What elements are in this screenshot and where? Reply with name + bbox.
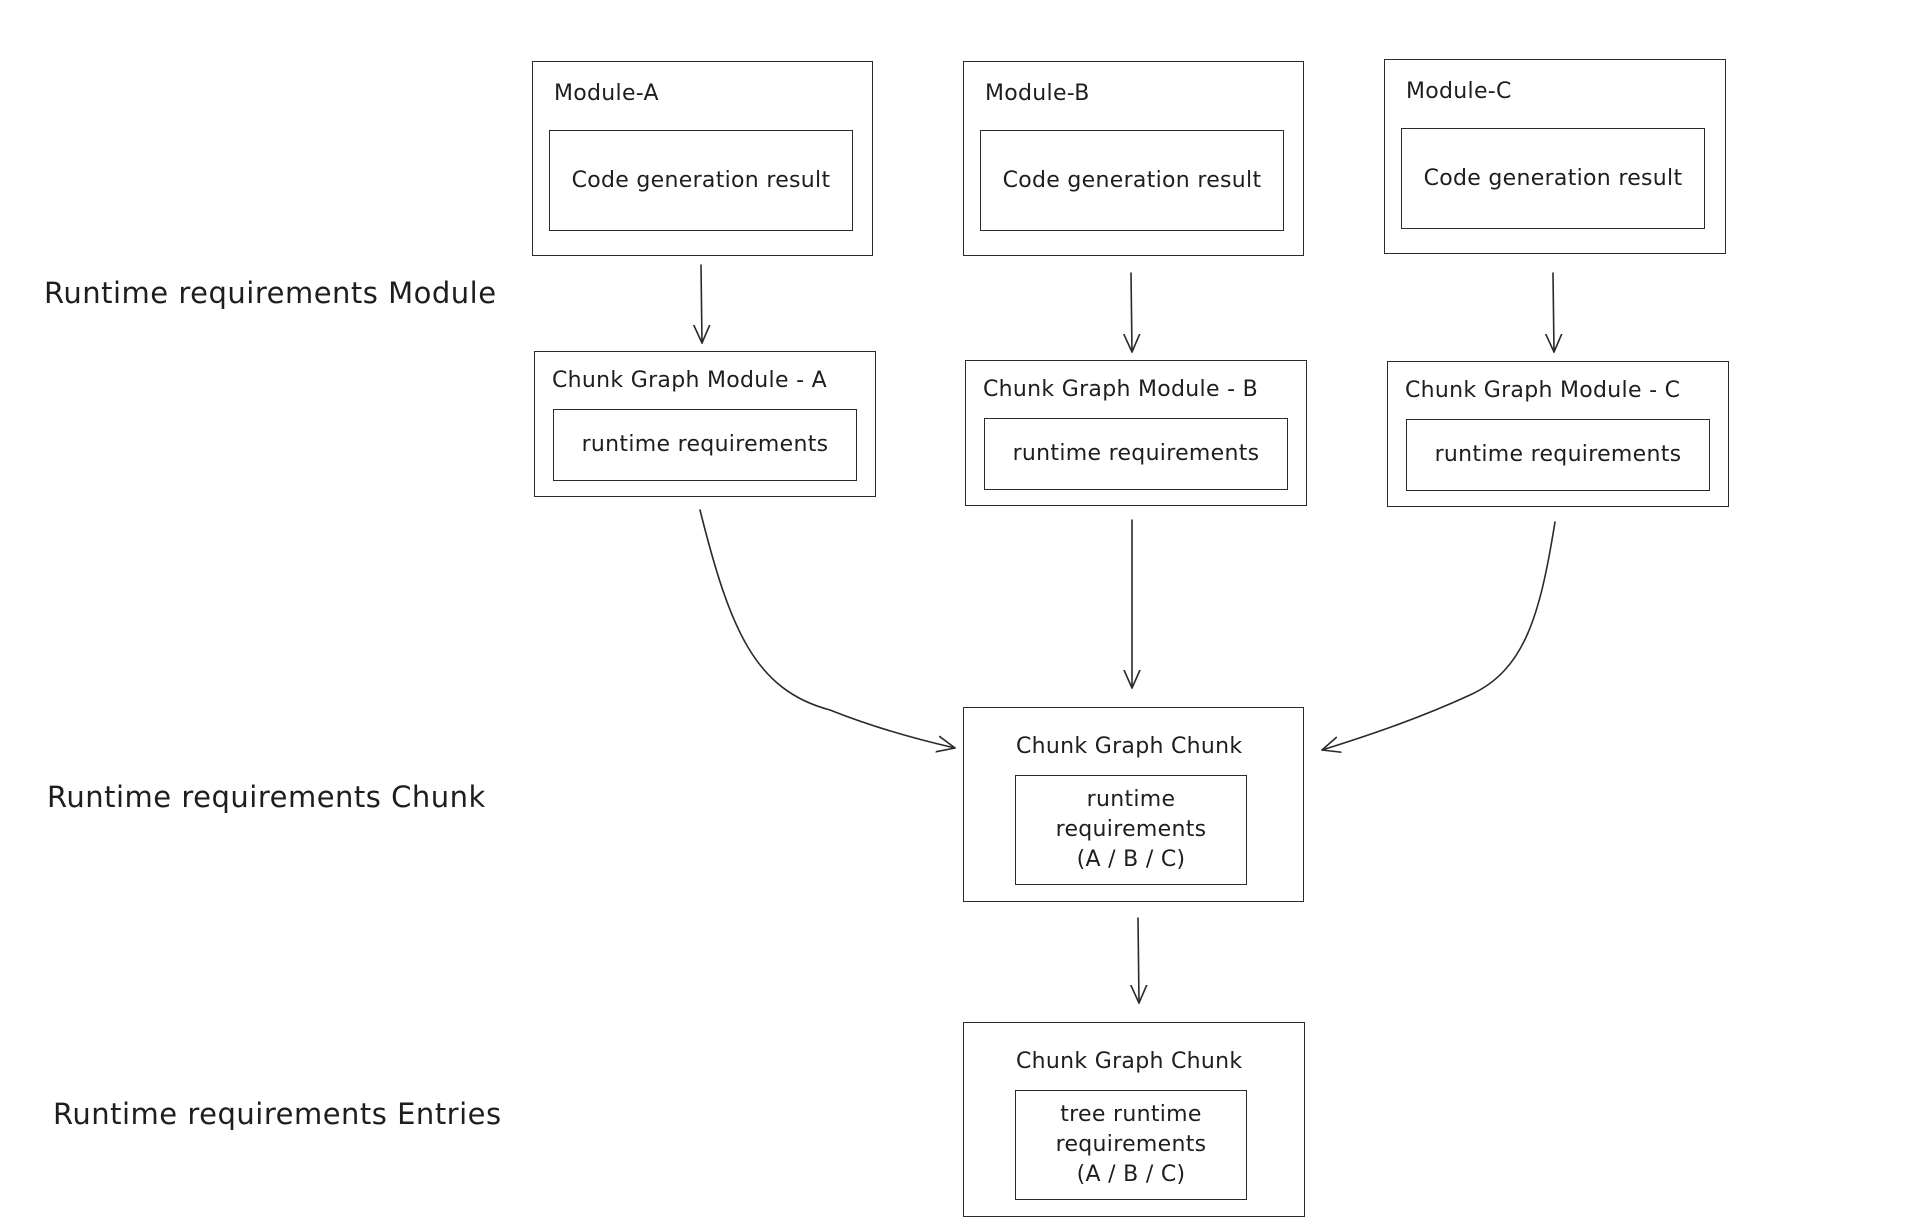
module-b-box: Module-B Code generation result (963, 61, 1304, 256)
entries-chunk-graph-chunk-box: Chunk Graph Chunk tree runtime requireme… (963, 1022, 1305, 1217)
chunk-graph-module-b-title: Chunk Graph Module - B (983, 377, 1259, 402)
module-c-title: Module-C (1406, 79, 1512, 104)
chunk-graph-module-c-title: Chunk Graph Module - C (1405, 378, 1681, 403)
chunk-graph-module-b-box: Chunk Graph Module - B runtime requireme… (965, 360, 1307, 506)
stage-label-chunk: Runtime requirements Chunk (47, 780, 486, 814)
chunk-graph-chunk-runtime-requirements: runtime requirements (A / B / C) (1015, 775, 1247, 885)
chunk-graph-module-c-runtime-requirements: runtime requirements (1406, 419, 1710, 491)
arrow-module-b-to-cgm-b (1131, 272, 1132, 353)
chunk-graph-module-b-runtime-requirements: runtime requirements (984, 418, 1288, 490)
module-a-box: Module-A Code generation result (532, 61, 873, 256)
chunk-graph-module-a-runtime-requirements: runtime requirements (553, 409, 857, 481)
module-c-box: Module-C Code generation result (1384, 59, 1726, 254)
arrow-module-a-to-cgm-a (701, 264, 702, 344)
module-c-code-generation-result: Code generation result (1401, 128, 1705, 229)
entries-tree-runtime-requirements: tree runtime requirements (A / B / C) (1015, 1090, 1247, 1200)
chunk-graph-module-a-box: Chunk Graph Module - A runtime requireme… (534, 351, 876, 497)
entries-chunk-graph-chunk-title: Chunk Graph Chunk (1016, 1049, 1243, 1074)
arrow-cgm-c-to-chunk (1321, 521, 1556, 750)
stage-label-entries: Runtime requirements Entries (53, 1097, 502, 1131)
stage-label-module: Runtime requirements Module (44, 276, 497, 310)
module-b-code-generation-result: Code generation result (980, 130, 1284, 231)
chunk-graph-module-a-title: Chunk Graph Module - A (552, 368, 827, 393)
chunk-graph-chunk-title: Chunk Graph Chunk (1016, 734, 1243, 759)
arrow-module-c-to-cgm-c (1553, 272, 1554, 353)
module-b-title: Module-B (985, 81, 1090, 106)
arrow-cgm-a-to-chunk (699, 509, 956, 748)
module-a-code-generation-result: Code generation result (549, 130, 853, 231)
arrow-chunk-to-entries (1138, 917, 1139, 1004)
module-a-title: Module-A (554, 81, 659, 106)
chunk-graph-chunk-box: Chunk Graph Chunk runtime requirements (… (963, 707, 1304, 902)
chunk-graph-module-c-box: Chunk Graph Module - C runtime requireme… (1387, 361, 1729, 507)
